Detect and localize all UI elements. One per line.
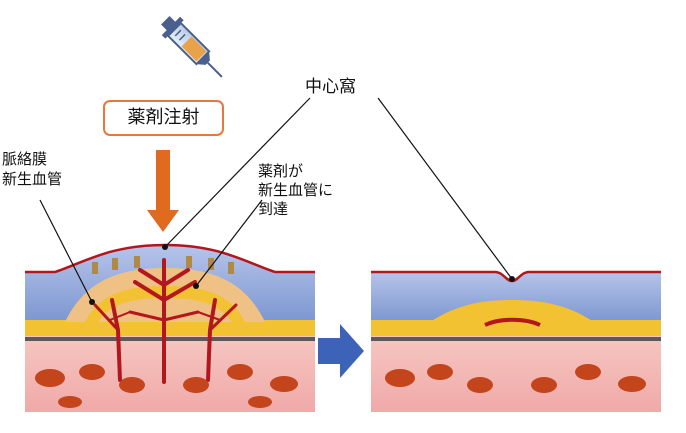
arrow-right-icon xyxy=(318,324,364,378)
fovea-label: 中心窩 xyxy=(305,77,356,97)
vessel-network-left xyxy=(93,258,238,384)
choroidal-neovascularization-label-line2: 新生血管 xyxy=(2,170,63,188)
choroid-vessels-left xyxy=(35,364,298,408)
drug-reaches-label-line2: 新生血管に xyxy=(258,181,334,199)
drug-reaches-label-line3: 到達 xyxy=(258,200,289,218)
syringe-icon xyxy=(161,16,223,78)
leader-lines xyxy=(39,97,513,303)
choroidal-neovascularization-label-line1: 脈絡膜 xyxy=(2,150,48,168)
retina-cross-section-after xyxy=(371,272,661,412)
drug-reaches-label-line1: 薬剤が xyxy=(258,162,304,180)
injection-label: 薬剤注射 xyxy=(103,100,224,136)
drug-markers xyxy=(92,256,234,274)
arrow-down-icon xyxy=(147,150,179,232)
